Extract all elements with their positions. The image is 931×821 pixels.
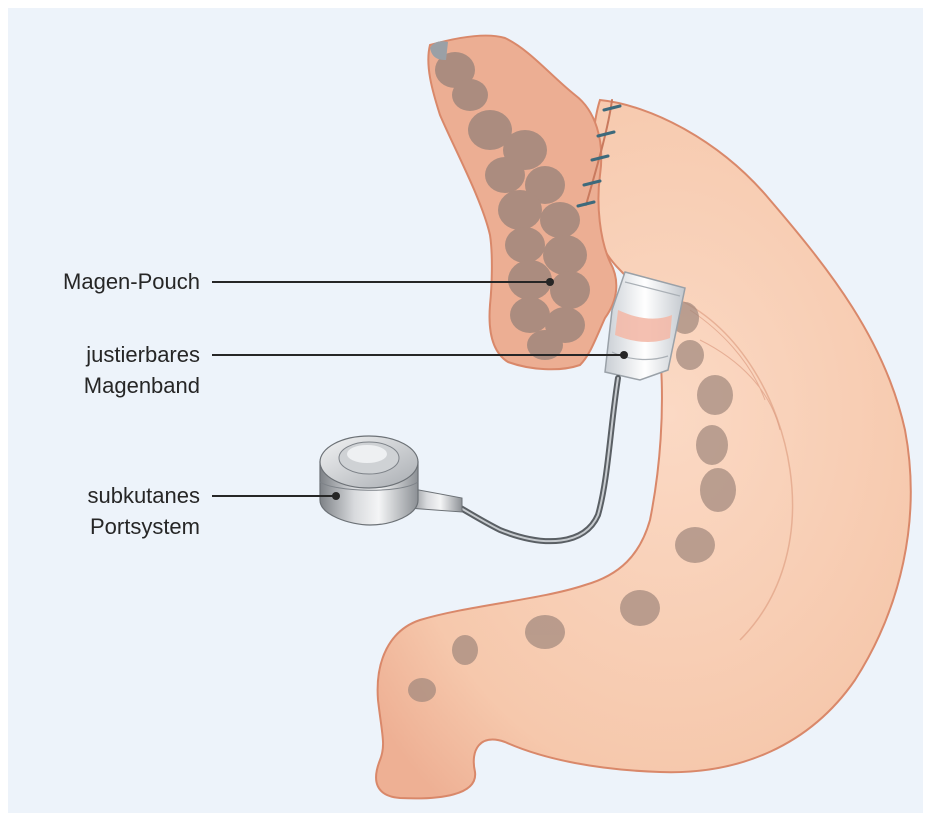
label-magen-pouch: Magen-Pouch	[20, 266, 200, 297]
label-portsystem-line1: subkutanes	[20, 480, 200, 511]
label-portsystem-line2: Portsystem	[20, 511, 200, 542]
label-magen-pouch-text: Magen-Pouch	[20, 266, 200, 297]
band-tube-highlight	[450, 378, 618, 541]
leader-dot-band	[620, 351, 628, 359]
port-device	[320, 436, 418, 525]
label-magenband-line1: justierbares	[20, 339, 200, 370]
label-magenband: justierbares Magenband	[20, 339, 200, 401]
stomach-body	[376, 100, 911, 798]
label-portsystem: subkutanes Portsystem	[20, 480, 200, 542]
label-magenband-line2: Magenband	[20, 370, 200, 401]
leader-dot-pouch	[546, 278, 554, 286]
leader-dot-port	[332, 492, 340, 500]
